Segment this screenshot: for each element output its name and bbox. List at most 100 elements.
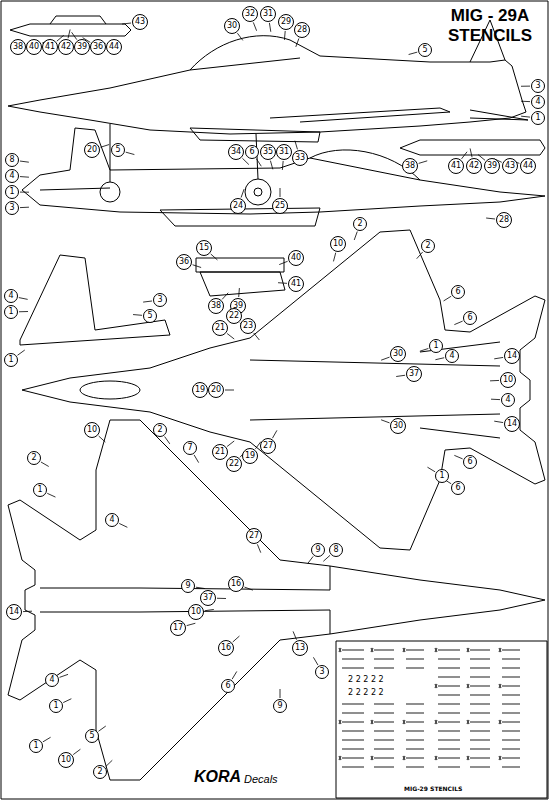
leader-line bbox=[282, 161, 284, 170]
stencil-mark bbox=[342, 703, 364, 704]
leader-line bbox=[280, 188, 281, 197]
callout-number: 42 bbox=[58, 39, 74, 55]
callout-text: 3 bbox=[319, 668, 324, 676]
nose-gear bbox=[110, 124, 111, 182]
leader-line bbox=[254, 333, 260, 340]
leader-line bbox=[409, 52, 418, 54]
callout-number: 16 bbox=[218, 640, 234, 656]
callout-text: 6 bbox=[225, 682, 230, 690]
leader-line bbox=[521, 101, 530, 102]
leader-line bbox=[270, 161, 272, 170]
stencil-mark bbox=[438, 694, 460, 695]
leader-line bbox=[217, 598, 226, 599]
leader-line bbox=[194, 455, 199, 463]
stencil-mark bbox=[502, 712, 520, 713]
callout-text: 1 bbox=[439, 472, 444, 480]
callout-number: 27 bbox=[260, 438, 276, 454]
callout-text: 37 bbox=[409, 370, 419, 378]
stencil-mark bbox=[470, 649, 490, 650]
callout-number: 23 bbox=[240, 318, 256, 334]
stencil-mark bbox=[371, 648, 373, 652]
callout-number: 9 bbox=[181, 579, 195, 593]
panel-line bbox=[250, 360, 500, 366]
stencil-mark bbox=[406, 739, 424, 740]
callout-text: 9 bbox=[185, 582, 190, 590]
callout-text: 9 bbox=[277, 702, 282, 710]
stencil-mark bbox=[470, 739, 490, 740]
callout-number: 3 bbox=[5, 201, 19, 215]
callout-text: 1 bbox=[53, 702, 58, 710]
stencil-mark bbox=[371, 648, 373, 652]
stencil-mark bbox=[499, 684, 501, 688]
leader-line bbox=[272, 430, 276, 438]
leader-line bbox=[187, 623, 196, 625]
stencil-mark bbox=[470, 676, 490, 677]
callout-number: 19 bbox=[192, 382, 208, 398]
callout-number: 41 bbox=[42, 39, 58, 55]
stencil-mark bbox=[371, 756, 373, 760]
leader-line bbox=[444, 296, 452, 301]
callout-text: 14 bbox=[507, 420, 517, 428]
callout-text: 36 bbox=[179, 258, 189, 266]
stencil-mark bbox=[499, 720, 501, 724]
callout-number: 43 bbox=[132, 14, 148, 30]
stencil-mark bbox=[342, 667, 364, 668]
stencil-mark bbox=[374, 721, 394, 722]
callout-number: 17 bbox=[170, 620, 186, 636]
leader-line bbox=[420, 348, 429, 351]
stencil-mark bbox=[435, 720, 437, 724]
stencil-mark bbox=[406, 757, 424, 758]
callout-text: 2 bbox=[31, 454, 36, 462]
bottom-view-outline bbox=[8, 420, 545, 600]
callout-text: 4 bbox=[535, 98, 540, 106]
callout-number: 25 bbox=[272, 198, 288, 214]
callout-number: 6 bbox=[463, 311, 477, 325]
top-view-outline bbox=[22, 230, 545, 390]
callout-text: 36 bbox=[93, 43, 103, 51]
leader-line bbox=[256, 159, 261, 167]
sheet-label: 2 2 2 2 2 bbox=[348, 676, 384, 685]
stencil-mark bbox=[499, 648, 501, 652]
leader-line bbox=[486, 218, 495, 220]
callout-text: 16 bbox=[221, 644, 231, 652]
stencil-mark bbox=[342, 739, 364, 740]
callout-number: 43 bbox=[502, 158, 518, 174]
callout-text: 21 bbox=[215, 324, 225, 332]
callout-text: 1 bbox=[433, 342, 438, 350]
callout-text: 7 bbox=[187, 444, 192, 452]
stencil-mark bbox=[502, 703, 520, 704]
callout-number: 2 bbox=[353, 217, 367, 231]
callout-text: 4 bbox=[449, 352, 454, 360]
callout-number: 6 bbox=[451, 285, 465, 299]
leader-line bbox=[60, 674, 68, 677]
callout-number: 20 bbox=[208, 382, 224, 398]
main-wheel bbox=[245, 179, 271, 205]
callout-text: 1 bbox=[9, 188, 14, 196]
leader-line bbox=[101, 145, 110, 148]
callout-number: 34 bbox=[228, 144, 244, 160]
stencil-mark bbox=[502, 757, 520, 758]
leader-line bbox=[41, 462, 49, 467]
leader-line bbox=[417, 252, 423, 259]
top-view bbox=[22, 230, 545, 550]
callout-text: 3 bbox=[9, 204, 14, 212]
callout-number: 21 bbox=[212, 320, 228, 336]
callout-number: 41 bbox=[288, 276, 304, 292]
stencil-mark bbox=[502, 730, 520, 731]
stencil-mark bbox=[371, 720, 373, 724]
callout-number: 1 bbox=[531, 111, 545, 125]
callout-text: 28 bbox=[297, 26, 307, 34]
callout-number: 1 bbox=[4, 353, 18, 367]
callout-number: 38 bbox=[10, 39, 26, 55]
stencil-mark bbox=[371, 720, 373, 724]
bottom-view bbox=[8, 420, 545, 780]
leader-line bbox=[73, 749, 80, 754]
stabilizer bbox=[40, 188, 110, 190]
callout-text: 21 bbox=[215, 448, 225, 456]
stencil-mark bbox=[502, 658, 520, 659]
leader-line bbox=[99, 436, 106, 442]
callout-text: 31 bbox=[263, 10, 273, 18]
